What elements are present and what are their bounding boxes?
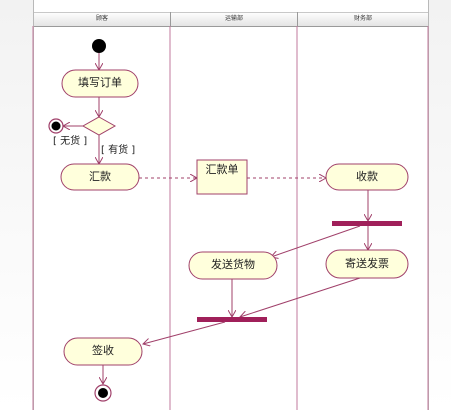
flow-arrow xyxy=(143,321,226,344)
swimlane-header-sales[interactable]: 运输部 xyxy=(224,15,243,22)
object-remittance-slip-label: 汇款单 xyxy=(205,163,239,176)
decision-node[interactable] xyxy=(81,116,117,136)
flow-arrow xyxy=(271,225,361,257)
action-fill-order-label: 填写订单 xyxy=(78,76,122,89)
object-remittance-slip[interactable] xyxy=(196,159,248,195)
header-divider xyxy=(297,12,298,27)
flow-arrow xyxy=(240,277,361,317)
join-bar[interactable] xyxy=(197,317,267,322)
action-send-invoice-label: 寄送发票 xyxy=(345,257,389,270)
right-window-edge xyxy=(429,0,451,410)
final-node-inner xyxy=(98,388,108,398)
final-node-inner xyxy=(51,121,61,131)
left-window-edge xyxy=(0,0,34,410)
action-remit[interactable] xyxy=(60,163,140,191)
action-receive-payment[interactable] xyxy=(325,163,409,191)
action-sign-receipt-label: 签收 xyxy=(92,344,114,357)
action-send-invoice[interactable] xyxy=(325,249,409,279)
swimlane-header-finance[interactable]: 财务部 xyxy=(353,15,372,22)
swimlane-header-bar xyxy=(34,12,428,27)
fork-bar[interactable] xyxy=(332,221,402,226)
initial-node[interactable] xyxy=(92,39,106,53)
action-ship-goods-label: 发送货物 xyxy=(211,258,255,271)
action-receive-payment-label: 收款 xyxy=(356,170,378,183)
action-ship-goods[interactable] xyxy=(188,251,278,280)
swimlane-header-customer[interactable]: 顾客 xyxy=(95,15,108,22)
guard-in-stock: [ 有货 ] xyxy=(101,145,136,156)
header-divider xyxy=(170,12,171,27)
action-fill-order[interactable] xyxy=(61,69,139,98)
action-remit-label: 汇款 xyxy=(89,170,111,183)
guard-no-stock: [ 无货 ] xyxy=(53,136,88,147)
